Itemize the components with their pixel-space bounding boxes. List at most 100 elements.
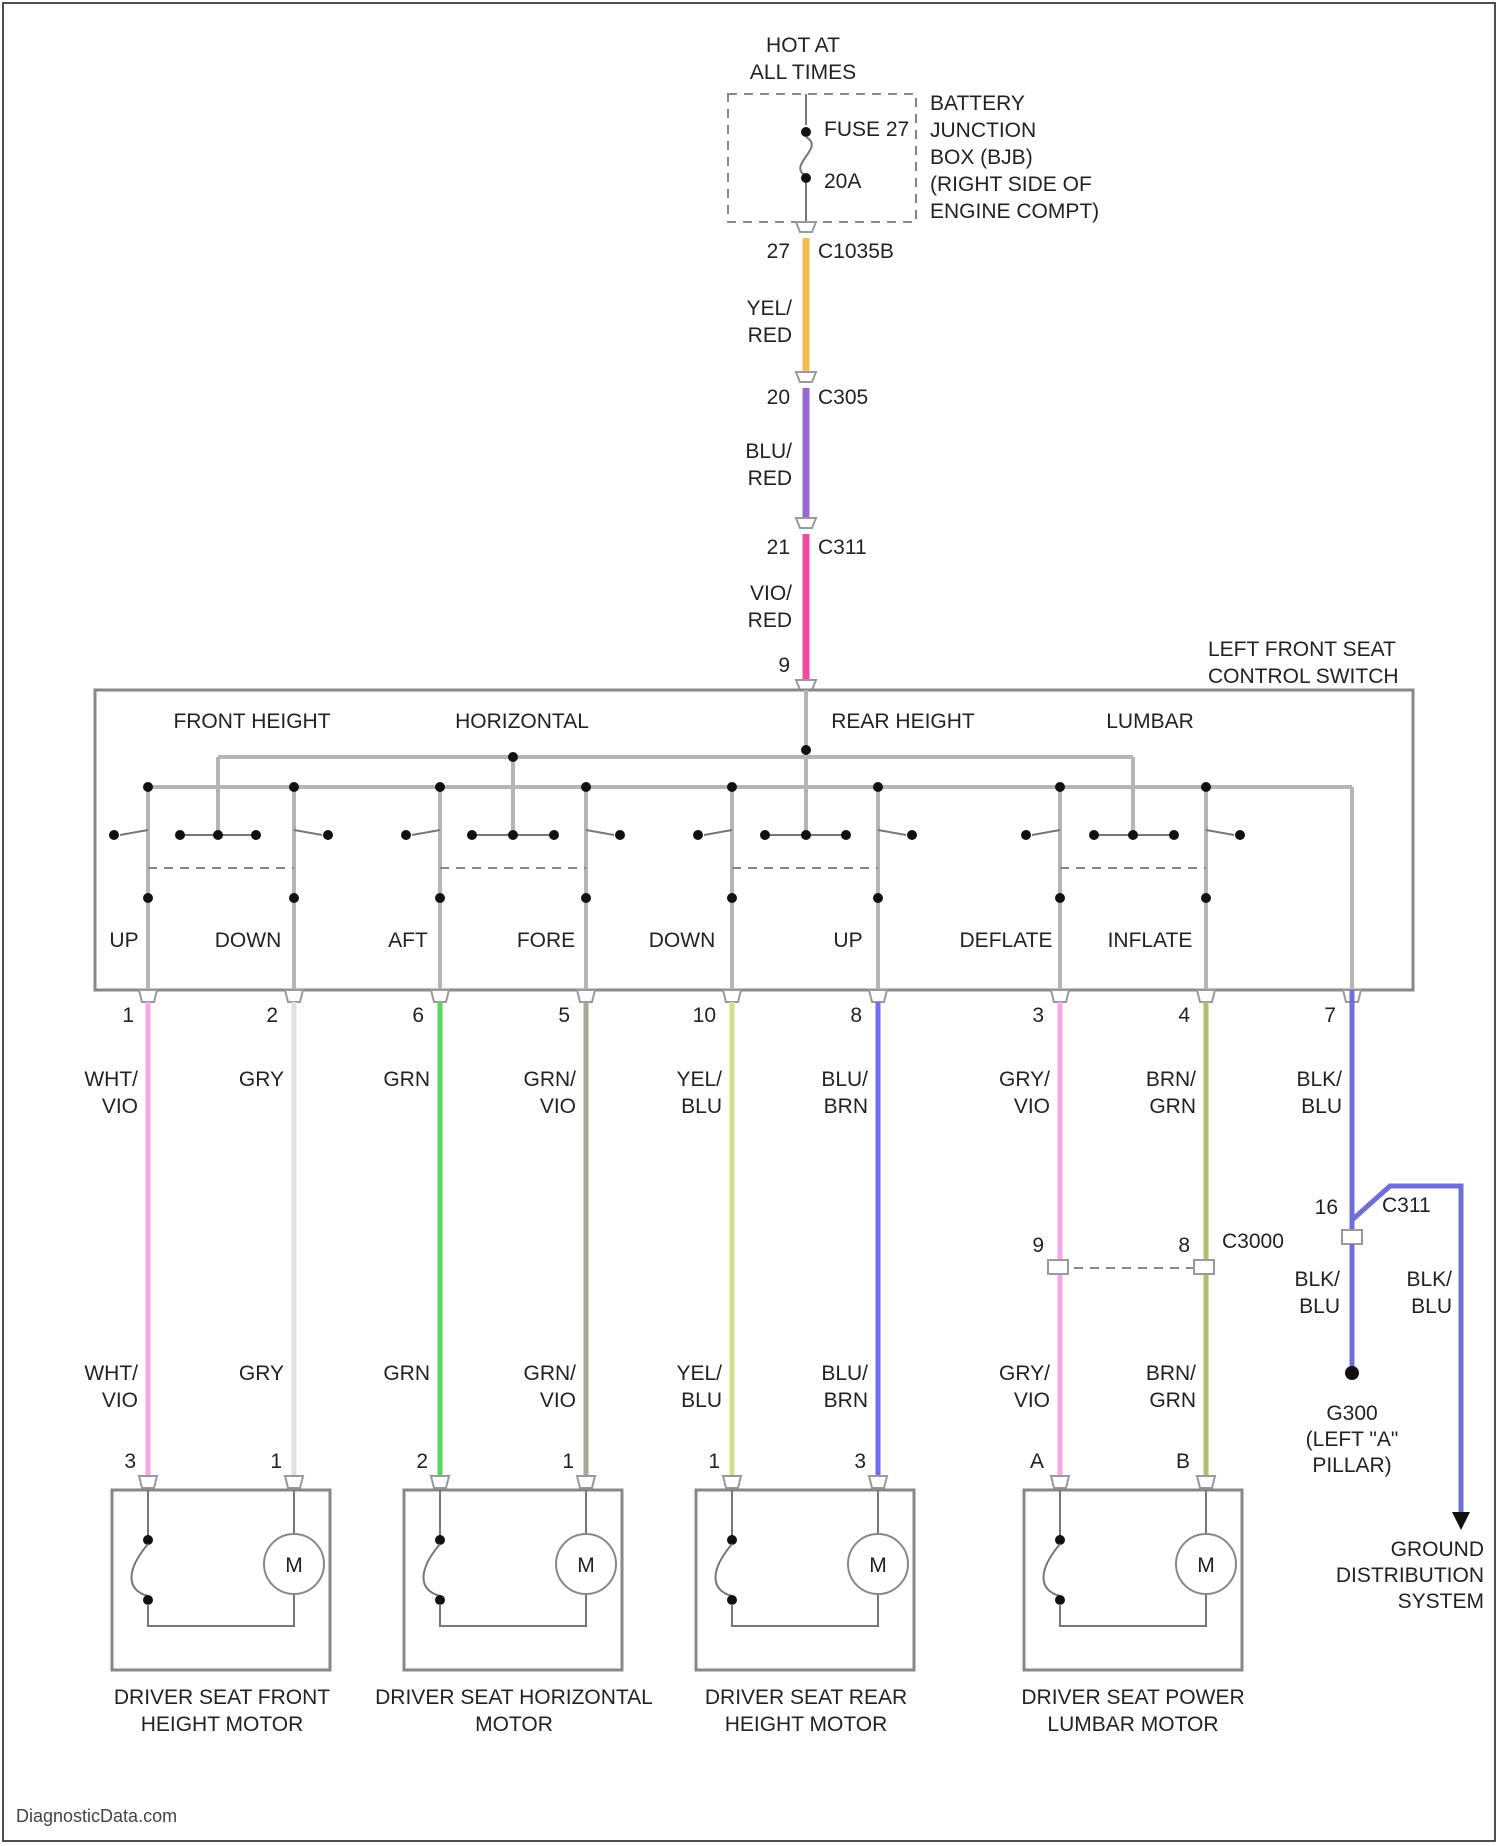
wire-5-label-1: YEL/: [676, 1068, 722, 1091]
limit-switch-blade-1: [132, 1544, 149, 1596]
g300-ground-point: [1345, 1366, 1359, 1380]
switch-poles: [109, 782, 1352, 990]
motor-wire-3-label-1: GRN: [383, 1362, 430, 1385]
motor-wire-7-label-1: GRY/: [999, 1362, 1050, 1385]
motor-1-label-1: DRIVER SEAT FRONT: [114, 1686, 330, 1709]
wire-6-label-2: BRN: [824, 1095, 868, 1118]
pos-down-1: DOWN: [215, 929, 282, 952]
motor-return-4: [1060, 1594, 1206, 1626]
switch-input-pin: 9: [778, 654, 790, 677]
motor-wire-2-label-1: GRY: [239, 1362, 284, 1385]
hot-at-line-2: ALL TIMES: [750, 61, 856, 84]
wire-1-label-1: WHT/: [84, 1068, 138, 1091]
out-pin-6: 8: [850, 1004, 862, 1027]
pole-contact-3: [435, 893, 445, 903]
motor-labels: DRIVER SEAT FRONT HEIGHT MOTOR DRIVER SE…: [114, 1686, 1245, 1736]
c3000-name: C3000: [1222, 1230, 1284, 1253]
fuse-terminal-top: [801, 127, 811, 137]
wire-6-label-1: BLU/: [821, 1068, 868, 1091]
page-frame: [3, 3, 1495, 1841]
pole-throw-1: [109, 830, 119, 840]
motor-pin-6: 3: [854, 1450, 866, 1473]
group-lumbar: LUMBAR: [1106, 710, 1194, 733]
connector-c311-feed-pin: 21: [767, 536, 790, 559]
connector-c305: [796, 372, 816, 382]
switch-title-2: CONTROL SWITCH: [1208, 665, 1399, 688]
pole-junction-7: [1055, 782, 1065, 792]
limit-switch-top-4: [1055, 1535, 1065, 1545]
pole-blade-3: [412, 830, 440, 835]
pole-blade-6: [878, 830, 906, 835]
ground-distribution-arrow: [1452, 1512, 1470, 1530]
pos-aft: AFT: [388, 929, 428, 952]
pos-fore: FORE: [517, 929, 575, 952]
pole-junction-1: [143, 782, 153, 792]
fuse-rating: 20A: [824, 170, 861, 193]
ground-wire-a-label-2: BLU: [1299, 1295, 1340, 1318]
wire-3-label-1: GRN: [383, 1068, 430, 1091]
motor-2-label-2: MOTOR: [475, 1713, 553, 1736]
pole-throw-2: [323, 830, 333, 840]
bjb-line-4: (RIGHT SIDE OF: [930, 173, 1092, 196]
pole-throw-8: [1235, 830, 1245, 840]
motor-pin-connector-1: [139, 1476, 157, 1488]
wire-8-label-2: GRN: [1149, 1095, 1196, 1118]
out-pin-5: 10: [693, 1004, 716, 1027]
out-pin-4: 5: [558, 1004, 570, 1027]
pole-contact-4: [581, 893, 591, 903]
feed-contact-3-1: [760, 830, 770, 840]
pole-blade-5: [704, 830, 732, 835]
pole-junction-6: [873, 782, 883, 792]
switch-title-1: LEFT FRONT SEAT: [1208, 638, 1396, 661]
pos-inflate: INFLATE: [1108, 929, 1193, 952]
motor-4-label-1: DRIVER SEAT POWER: [1021, 1686, 1244, 1709]
pole-contact-5: [727, 893, 737, 903]
pole-junction-2: [289, 782, 299, 792]
motor-return-3: [732, 1594, 878, 1626]
feed-contact-4-2: [1128, 830, 1138, 840]
motor-pin-4: 1: [562, 1450, 574, 1473]
battery-junction-box: [728, 94, 916, 222]
motor-pin-connector-2: [285, 1476, 303, 1488]
ground-wire-label-1: BLK/: [1296, 1068, 1342, 1091]
wire-4-label-2: VIO: [540, 1095, 576, 1118]
horizontal-feed-junction: [508, 752, 518, 762]
wire-7-label-2: VIO: [1014, 1095, 1050, 1118]
fuse-symbol: [800, 137, 812, 176]
limit-switch-blade-3: [716, 1544, 733, 1596]
limit-switch-blade-4: [1044, 1544, 1061, 1596]
out-pin-8: 4: [1178, 1004, 1190, 1027]
motor-pin-3: 2: [416, 1450, 428, 1473]
connector-c311-feed: [796, 518, 816, 528]
motor-pin-8: B: [1176, 1450, 1190, 1473]
feed-chain: 27 C1035B YEL/ RED 20 C305 BLU/ RED 21 C…: [745, 222, 894, 690]
feed-contact-4-3: [1169, 830, 1179, 840]
connector-c305-pin: 20: [767, 386, 790, 409]
motor-2-label-1: DRIVER SEAT HORIZONTAL: [375, 1686, 653, 1709]
pos-deflate: DEFLATE: [960, 929, 1053, 952]
feed-contact-3-2: [801, 830, 811, 840]
c3000-pin-b: [1194, 1260, 1214, 1274]
feed-contact-3-3: [841, 830, 851, 840]
connector-c3000: 9 8 C3000: [1032, 1230, 1284, 1274]
pole-junction-4: [581, 782, 591, 792]
g300-label-3: PILLAR): [1312, 1454, 1391, 1477]
motor-symbol-4: M: [1197, 1554, 1215, 1577]
wire-1-label-2: VIO: [102, 1095, 138, 1118]
motor-3-label-2: HEIGHT MOTOR: [725, 1713, 888, 1736]
wire-vio-red-label-1: VIO/: [750, 582, 792, 605]
connector-c1035b: [796, 222, 816, 232]
connector-c305-name: C305: [818, 386, 868, 409]
motor-pin-7: A: [1030, 1450, 1044, 1473]
feed-contact-2-1: [467, 830, 477, 840]
bjb-line-2: JUNCTION: [930, 119, 1036, 142]
out-pin-3: 6: [412, 1004, 424, 1027]
pos-up-2: UP: [833, 929, 862, 952]
motor-pin-connector-8: [1197, 1476, 1215, 1488]
wire-blu-red-label-1: BLU/: [745, 440, 792, 463]
ground-distribution-1: GROUND: [1391, 1538, 1484, 1561]
motor-wire-5-label-1: YEL/: [676, 1362, 722, 1385]
feed-contact-1-1: [175, 830, 185, 840]
group-horizontal: HORIZONTAL: [455, 710, 589, 733]
